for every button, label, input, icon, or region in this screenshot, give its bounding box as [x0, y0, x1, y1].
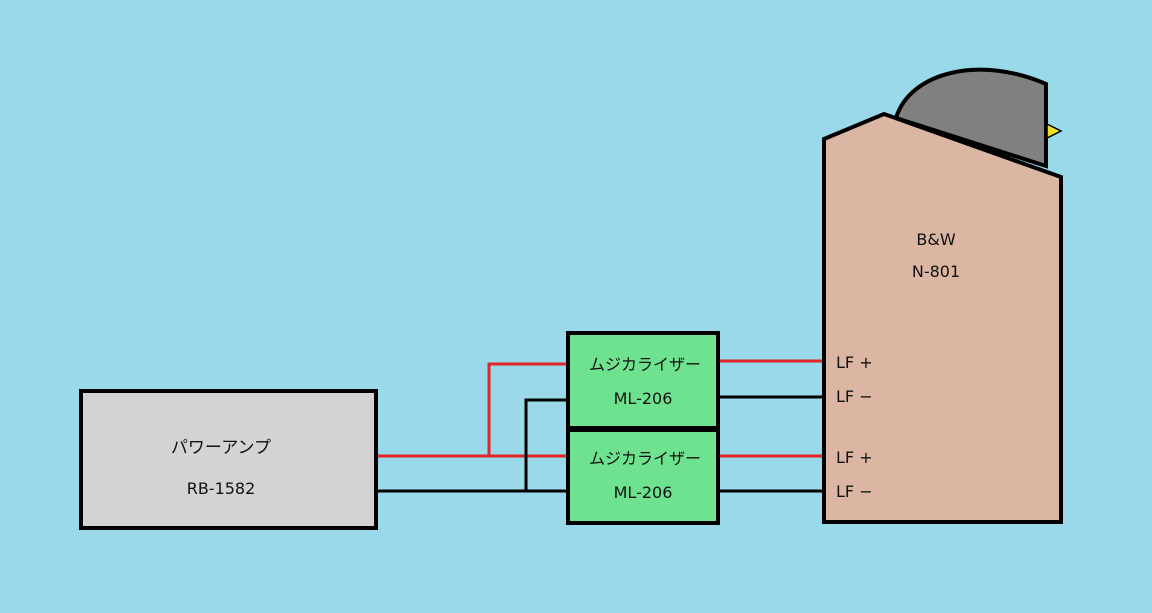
- speaker-terminal-label: LF +: [836, 353, 873, 372]
- power-amp-name: パワーアンプ: [171, 438, 271, 458]
- speaker-terminal-label: LF −: [836, 387, 873, 406]
- speaker-model: N-801: [912, 262, 960, 281]
- musicalizer-1-box: [566, 331, 720, 430]
- tweeter-tip: [1046, 122, 1063, 140]
- musicalizer-1-positive-branch: [487, 362, 568, 456]
- tweeter-pod: [893, 67, 1048, 169]
- musicalizer-2-box: [566, 428, 720, 525]
- negative-wires: [377, 395, 822, 493]
- positive-wires: [377, 359, 822, 458]
- speaker-brand: B&W: [916, 230, 955, 249]
- musicalizer-1-model: ML-206: [614, 389, 673, 408]
- speaker: B&W N-801 LF + LF − LF + LF −: [822, 67, 1063, 524]
- speaker-terminal-label: LF −: [836, 482, 873, 501]
- power-amp-model: RB-1582: [187, 479, 256, 498]
- speaker-terminal-label: LF +: [836, 448, 873, 467]
- musicalizer-2-model: ML-206: [614, 483, 673, 502]
- power-amp: パワーアンプ RB-1582: [79, 389, 378, 530]
- musicalizer-1-negative-branch: [524, 398, 568, 491]
- musicalizer-2-name: ムジカライザー: [589, 449, 701, 468]
- speaker-cabinet: [822, 111, 1063, 524]
- power-amp-box: [79, 389, 378, 530]
- musicalizer-1-name: ムジカライザー: [589, 355, 701, 374]
- musicalizer-1: ムジカライザー ML-206: [566, 331, 720, 430]
- musicalizer-2: ムジカライザー ML-206: [566, 428, 720, 525]
